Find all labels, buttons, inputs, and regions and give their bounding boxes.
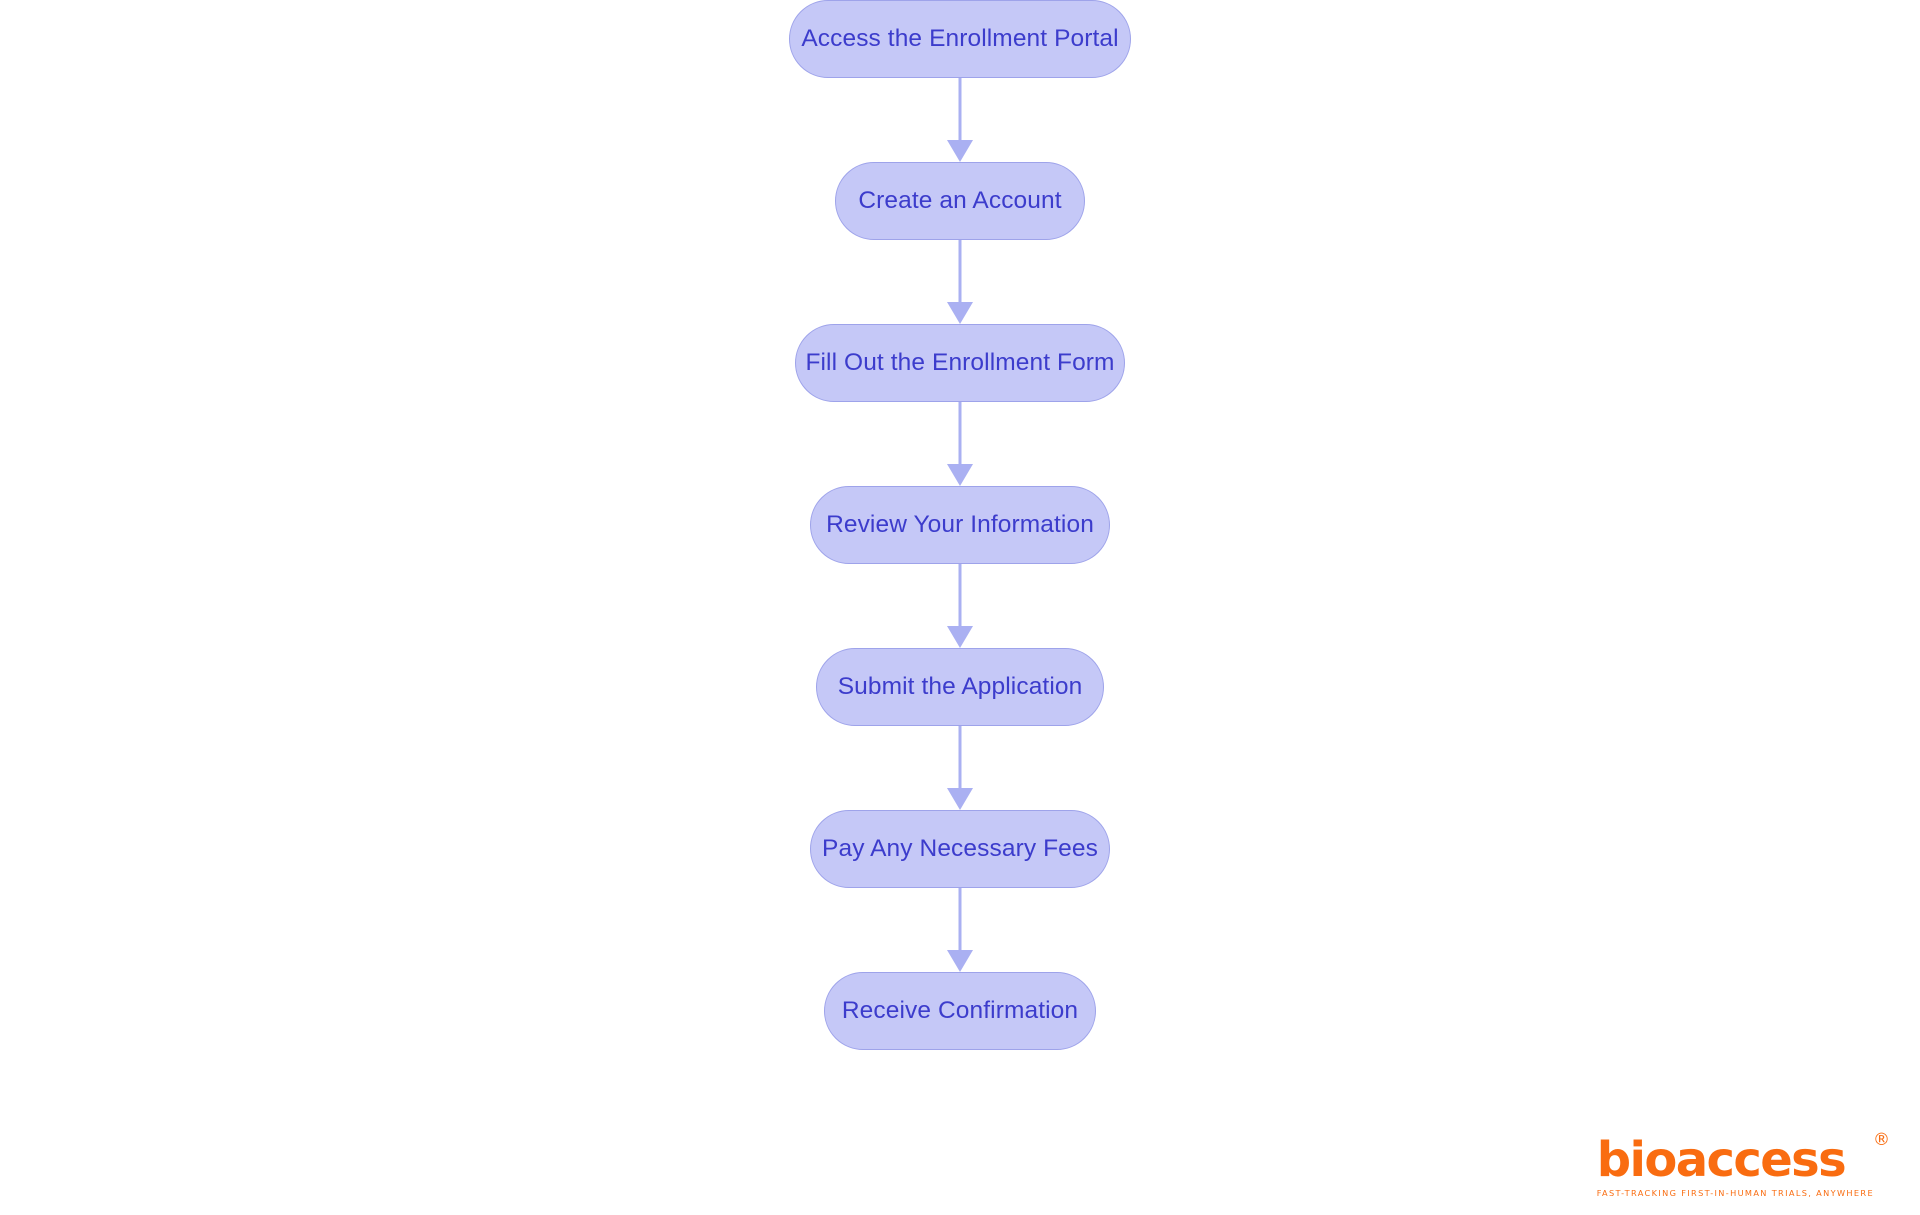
flow-arrow-4 bbox=[947, 564, 973, 648]
flow-node-label: Pay Any Necessary Fees bbox=[822, 834, 1098, 862]
flow-node-submit-the-application[interactable]: Submit the Application bbox=[816, 648, 1104, 726]
flow-node-fill-out-the-enrollment-form[interactable]: Fill Out the Enrollment Form bbox=[795, 324, 1125, 402]
flowchart-node-column: Access the Enrollment Portal Create an A… bbox=[789, 0, 1131, 1050]
logo-wordmark-row: bioaccess ® bbox=[1596, 1131, 1890, 1188]
flow-node-label: Create an Account bbox=[858, 186, 1062, 214]
registered-trademark-icon: ® bbox=[1873, 1129, 1890, 1150]
flow-node-pay-any-necessary-fees[interactable]: Pay Any Necessary Fees bbox=[810, 810, 1110, 888]
logo-tagline: FAST-TRACKING FIRST-IN-HUMAN TRIALS, ANY… bbox=[1596, 1187, 1874, 1198]
flow-node-review-your-information[interactable]: Review Your Information bbox=[810, 486, 1110, 564]
flow-arrow-6 bbox=[947, 888, 973, 972]
flow-arrow-1 bbox=[947, 78, 973, 162]
logo-wordmark: bioaccess bbox=[1596, 1131, 1847, 1188]
flow-node-label: Access the Enrollment Portal bbox=[801, 24, 1119, 52]
bioaccess-logo: bioaccess ® FAST-TRACKING FIRST-IN-HUMAN … bbox=[1596, 1131, 1890, 1198]
flow-arrow-3 bbox=[947, 402, 973, 486]
flow-node-create-an-account[interactable]: Create an Account bbox=[835, 162, 1085, 240]
flow-node-label: Review Your Information bbox=[826, 510, 1094, 538]
flow-node-label: Submit the Application bbox=[837, 672, 1083, 700]
flow-node-label: Receive Confirmation bbox=[841, 996, 1079, 1024]
flow-arrow-2 bbox=[947, 240, 973, 324]
flow-node-label: Fill Out the Enrollment Form bbox=[805, 348, 1115, 376]
flow-arrow-5 bbox=[947, 726, 973, 810]
flow-node-access-the-enrollment-portal[interactable]: Access the Enrollment Portal bbox=[789, 0, 1131, 78]
flow-node-receive-confirmation[interactable]: Receive Confirmation bbox=[824, 972, 1096, 1050]
